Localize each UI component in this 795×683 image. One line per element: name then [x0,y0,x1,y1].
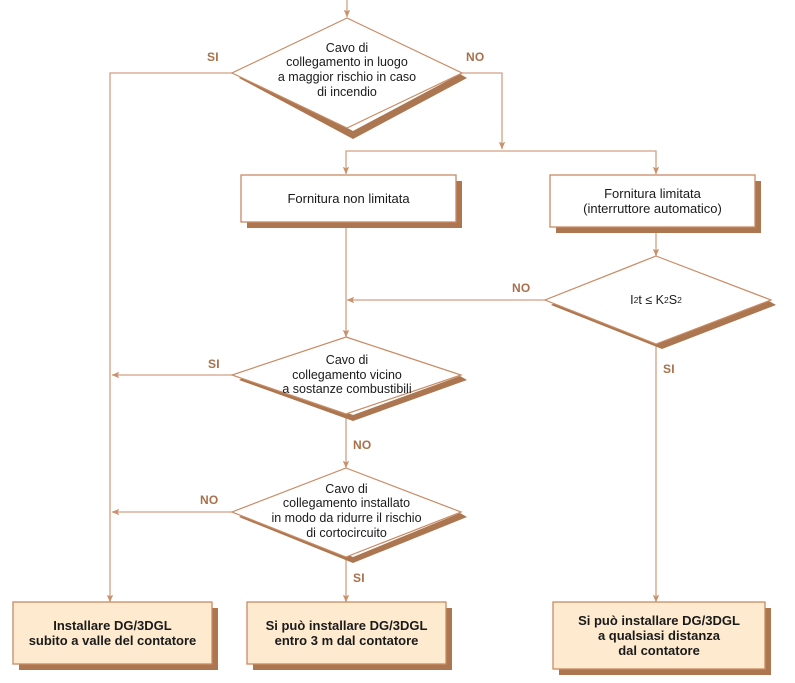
edge-d1-si [106,72,232,603]
terminal-right-shape [552,601,771,675]
edge-split-right [502,150,660,175]
terminal-left-shape [12,601,218,670]
edge-d1-no [462,72,506,150]
decision-1-shape [230,17,467,139]
decision-2-shape [230,336,467,421]
terminal-center-shape [246,601,452,670]
edge-split-left [342,150,502,175]
process-left-shape [240,174,462,228]
decision-energy-shape [543,255,776,349]
connector-group [106,0,660,603]
decision-3-shape [230,467,467,563]
process-right-shape [549,174,761,233]
